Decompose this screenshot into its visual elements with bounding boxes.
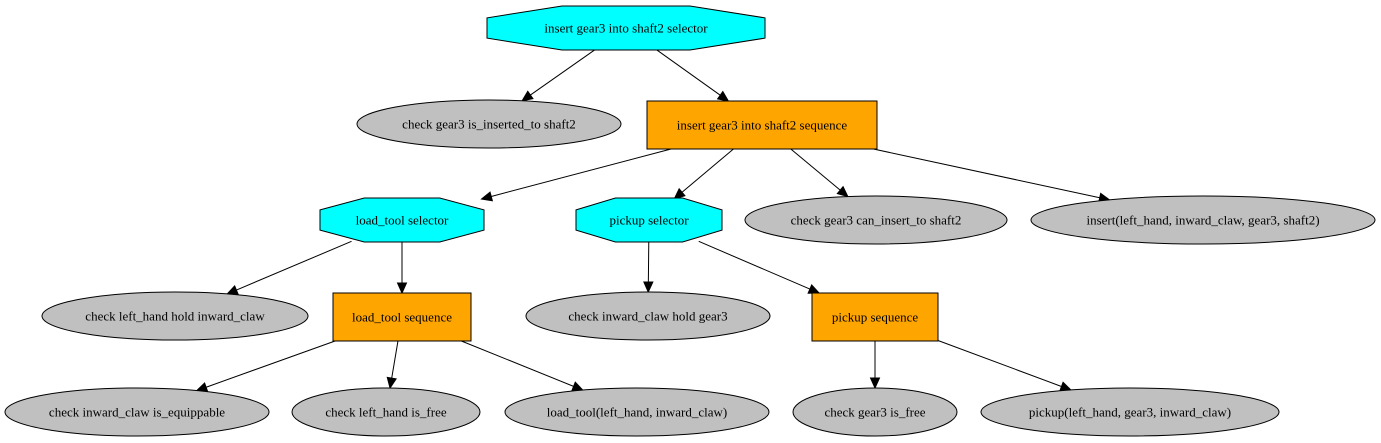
edge-line bbox=[655, 48, 721, 96]
edge-insert-seq-to-pickup-sel bbox=[673, 148, 734, 200]
edge-line bbox=[491, 148, 672, 197]
edge-root-to-insert-seq bbox=[655, 48, 730, 102]
arrowhead-icon bbox=[396, 282, 408, 295]
node-check-hand-free: check left_hand is_free bbox=[291, 387, 481, 437]
arrowhead-icon bbox=[521, 90, 534, 102]
edge-line bbox=[205, 340, 336, 388]
arrowhead-icon bbox=[386, 376, 397, 390]
condition-ellipse bbox=[41, 291, 309, 341]
node-check-inserted: check gear3 is_inserted_to shaft2 bbox=[356, 99, 622, 149]
node-label: pickup sequence bbox=[832, 310, 919, 325]
node-load-tool-action: load_tool(left_hand, inward_claw) bbox=[504, 387, 770, 437]
node-label: load_tool selector bbox=[356, 213, 449, 228]
condition-ellipse bbox=[504, 387, 770, 437]
condition-ellipse bbox=[525, 291, 771, 341]
node-label: check gear3 is_free bbox=[824, 405, 925, 420]
node-pickup-sel: pickup selector bbox=[575, 197, 723, 243]
condition-ellipse bbox=[1030, 195, 1376, 245]
condition-ellipse bbox=[356, 99, 622, 149]
node-check-hold-claw: check left_hand hold inward_claw bbox=[41, 291, 309, 341]
condition-ellipse bbox=[291, 387, 481, 437]
arrowhead-icon bbox=[643, 281, 654, 294]
condition-ellipse bbox=[4, 387, 270, 437]
edge-line bbox=[698, 240, 811, 290]
node-label: insert(left_hand, inward_claw, gear3, sh… bbox=[1086, 213, 1319, 228]
edge-line bbox=[681, 148, 734, 193]
arrowhead-icon bbox=[673, 187, 686, 200]
arrowhead-icon bbox=[836, 185, 849, 198]
edge-line bbox=[530, 48, 596, 96]
selector-octagon bbox=[575, 197, 723, 243]
edge-load-tool-seq-to-check-equippable bbox=[195, 340, 336, 393]
edges-layer bbox=[195, 48, 1111, 393]
node-load-tool-seq: load_tool sequence bbox=[332, 292, 472, 342]
edge-insert-seq-to-load-tool-sel bbox=[480, 148, 672, 202]
edge-pickup-sel-to-check-claw-hold-gear bbox=[643, 241, 654, 294]
node-label: pickup selector bbox=[609, 213, 689, 228]
arrowhead-icon bbox=[807, 284, 821, 294]
node-label: check left_hand hold inward_claw bbox=[85, 309, 265, 324]
node-insert-action: insert(left_hand, inward_claw, gear3, sh… bbox=[1030, 195, 1376, 245]
node-pickup-action: pickup(left_hand, gear3, inward_claw) bbox=[980, 387, 1280, 437]
arrowhead-icon bbox=[571, 381, 584, 392]
node-check-gear-free: check gear3 is_free bbox=[792, 387, 958, 437]
node-insert-seq: insert gear3 into shaft2 sequence bbox=[646, 100, 878, 150]
node-label: check gear3 can_insert_to shaft2 bbox=[791, 213, 962, 228]
edge-root-to-check-inserted bbox=[521, 48, 596, 102]
edge-line bbox=[236, 240, 352, 291]
node-label: check left_hand is_free bbox=[325, 405, 447, 420]
node-label: insert gear3 into shaft2 sequence bbox=[677, 118, 848, 133]
node-label: check gear3 is_inserted_to shaft2 bbox=[402, 117, 576, 132]
node-label: insert gear3 into shaft2 selector bbox=[544, 21, 708, 36]
node-label: check inward_claw hold gear3 bbox=[568, 309, 727, 324]
edge-load-tool-seq-to-check-hand-free bbox=[386, 340, 399, 390]
selector-octagon bbox=[319, 197, 485, 243]
node-check-claw-hold-gear: check inward_claw hold gear3 bbox=[525, 291, 771, 341]
sequence-box bbox=[332, 292, 472, 342]
node-check-equippable: check inward_claw is_equippable bbox=[4, 387, 270, 437]
edge-line bbox=[391, 340, 399, 379]
condition-ellipse bbox=[792, 387, 958, 437]
edge-line bbox=[873, 148, 1100, 199]
node-label: load_tool sequence bbox=[352, 310, 452, 325]
edge-insert-seq-to-check-can-insert bbox=[790, 148, 849, 198]
node-pickup-seq: pickup sequence bbox=[811, 292, 939, 342]
edge-insert-seq-to-insert-action bbox=[873, 148, 1111, 203]
node-label: check inward_claw is_equippable bbox=[49, 405, 225, 420]
condition-ellipse bbox=[744, 195, 1008, 245]
arrowhead-icon bbox=[869, 377, 881, 390]
arrowhead-icon bbox=[226, 284, 239, 295]
edge-pickup-seq-to-pickup-action bbox=[937, 340, 1073, 392]
node-check-can-insert: check gear3 can_insert_to shaft2 bbox=[744, 195, 1008, 245]
sequence-box bbox=[646, 100, 878, 150]
edge-line bbox=[790, 148, 841, 191]
sequence-box bbox=[811, 292, 939, 342]
edge-line bbox=[937, 340, 1062, 387]
edge-line bbox=[461, 340, 574, 387]
node-load-tool-sel: load_tool selector bbox=[319, 197, 485, 243]
edge-pickup-seq-to-check-gear-free bbox=[869, 341, 881, 390]
node-root: insert gear3 into shaft2 selector bbox=[486, 5, 766, 51]
selector-octagon bbox=[486, 5, 766, 51]
condition-ellipse bbox=[980, 387, 1280, 437]
arrowhead-icon bbox=[716, 90, 730, 102]
nodes-layer: insert gear3 into shaft2 selector check g… bbox=[4, 5, 1376, 437]
edge-load-tool-seq-to-load-tool-action bbox=[461, 340, 584, 392]
edge-load-tool-sel-to-check-hold-claw bbox=[226, 240, 352, 295]
node-label: load_tool(left_hand, inward_claw) bbox=[547, 405, 728, 420]
arrowhead-icon bbox=[1059, 381, 1073, 392]
node-label: pickup(left_hand, gear3, inward_claw) bbox=[1029, 405, 1231, 420]
edge-pickup-sel-to-pickup-seq bbox=[698, 240, 821, 294]
edge-load-tool-sel-to-load-tool-seq bbox=[396, 241, 408, 295]
arrowhead-icon bbox=[480, 191, 494, 202]
